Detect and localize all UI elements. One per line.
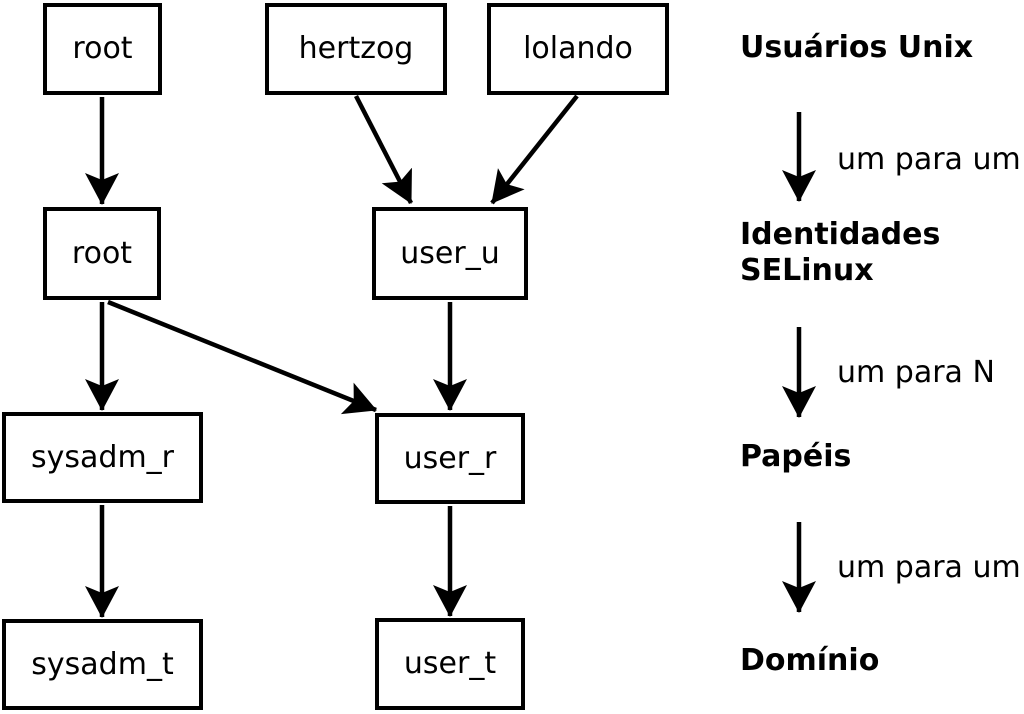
node-selinux-identity-user-u: user_u: [372, 207, 528, 300]
legend-one-to-n: um para N: [837, 355, 995, 390]
node-unix-user-hertzog: hertzog: [265, 3, 447, 95]
legend-unix-users: Usuários Unix: [740, 30, 974, 65]
node-domain-user-t: user_t: [375, 618, 525, 710]
node-unix-user-lolando: lolando: [487, 3, 669, 95]
node-unix-user-root: root: [43, 3, 162, 95]
node-domain-sysadm-t: sysadm_t: [2, 619, 203, 710]
legend-selinux-identities: Identidades SELinux: [740, 217, 941, 288]
arrow-selinux-root-to-user-r: [107, 299, 377, 415]
arrow-lolando-to-user-u: [490, 94, 579, 205]
legend-one-to-one-2: um para um: [837, 550, 1021, 585]
node-role-sysadm-r: sysadm_r: [2, 412, 203, 503]
legend-one-to-one-1: um para um: [837, 142, 1021, 177]
arrow-hertzog-to-user-u: [353, 94, 414, 205]
node-role-user-r: user_r: [375, 413, 525, 504]
legend-roles: Papéis: [740, 439, 852, 474]
legend-domain: Domínio: [740, 643, 880, 678]
node-selinux-identity-root: root: [43, 207, 161, 300]
